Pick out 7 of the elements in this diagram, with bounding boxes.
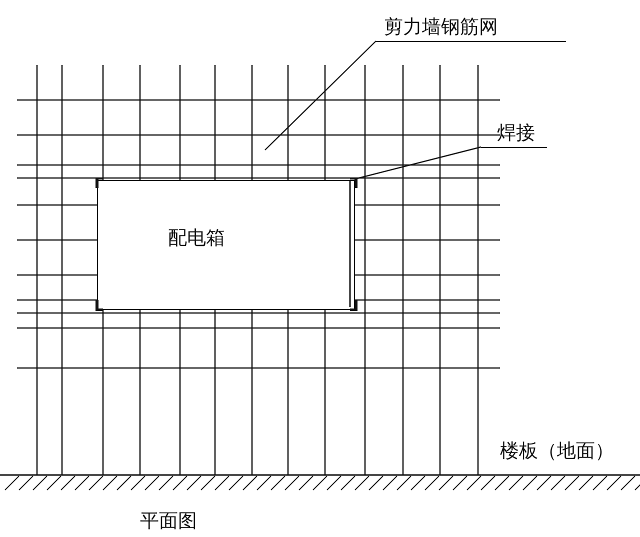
floor-label: 楼板（地面） [500,440,614,462]
callout-text: 剪力墙钢筋网 [376,14,566,42]
drawing-caption: 平面图 [140,510,197,532]
leader-line [264,40,376,150]
leader-line [354,146,482,180]
callout-text: 焊接 [481,120,547,148]
box-label: 配电箱 [168,227,225,249]
